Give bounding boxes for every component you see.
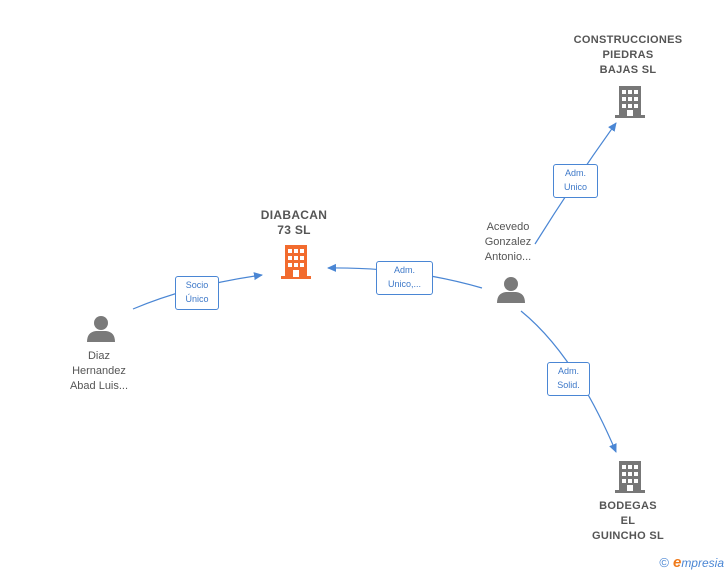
person-icon xyxy=(87,316,115,342)
company-label-construcciones[interactable]: CONSTRUCCIONES PIEDRAS BAJAS SL xyxy=(573,34,683,76)
edge-label-adm-unico-diabacan: Adm. Unico,... xyxy=(376,261,433,295)
edge-label-adm-solid: Adm. Solid. xyxy=(547,362,590,396)
edge-label-socio-unico: Socio Único xyxy=(175,276,219,310)
brand-initial: e xyxy=(672,554,682,571)
copyright-icon: © xyxy=(659,555,669,570)
person-label-acevedo[interactable]: Acevedo Gonzalez Antonio... xyxy=(484,221,532,263)
person-icon xyxy=(497,277,525,303)
empresia-logo: ©empresia xyxy=(659,554,724,571)
building-icon xyxy=(615,461,645,493)
brand-name: mpresia xyxy=(681,556,724,570)
person-label-diaz[interactable]: Diaz Hernandez Abad Luis... xyxy=(69,350,129,392)
edge-label-adm-unico-construcciones: Adm. Unico xyxy=(553,164,598,198)
building-icon xyxy=(281,245,311,279)
company-label-diabacan[interactable]: DIABACAN 73 SL xyxy=(260,208,328,237)
building-icon xyxy=(615,86,645,118)
company-label-bodegas[interactable]: BODEGAS EL GUINCHO SL xyxy=(591,500,665,542)
